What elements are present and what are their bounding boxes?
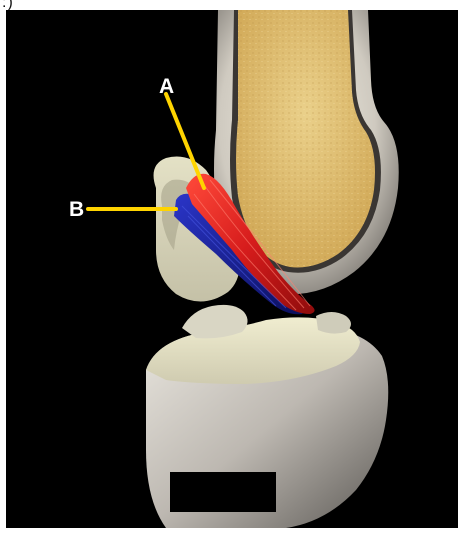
knee-illustration: A B bbox=[6, 10, 458, 528]
occlusion-box bbox=[170, 472, 276, 512]
label-b: B bbox=[69, 199, 84, 220]
tibial-spine-right bbox=[316, 312, 351, 334]
label-a: A bbox=[159, 76, 174, 97]
knee-anatomy-svg bbox=[6, 10, 458, 528]
tibial-spine bbox=[182, 305, 248, 339]
